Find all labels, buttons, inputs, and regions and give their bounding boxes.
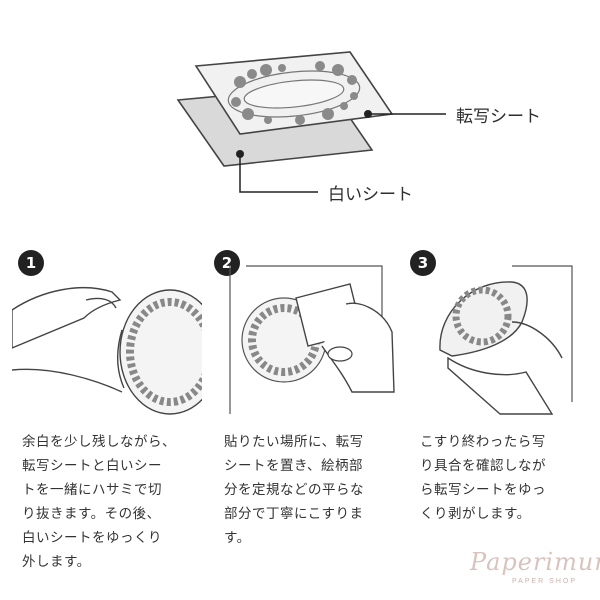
transfer-sheet-label: 転写シート — [456, 107, 541, 127]
white-sheet-label: 白いシート — [328, 185, 413, 205]
floral-wreath — [227, 70, 361, 118]
watermark-logo: Paperimum — [470, 548, 600, 576]
step-1-number: 1 — [18, 250, 44, 276]
watermark-subtitle: PAPER SHOP — [512, 578, 577, 585]
step-1-illustration — [12, 287, 202, 415]
sheets-diagram — [176, 51, 446, 193]
step-3-number: 3 — [410, 250, 436, 276]
step-2-number: 2 — [214, 250, 240, 276]
flowers — [231, 61, 358, 125]
step-2-illustration — [229, 265, 395, 414]
step-3-text: こすり終わったら写 り具合を確認しなが ら転写シートをゆっ くり剥がします。 — [420, 434, 546, 522]
step-3-illustration — [439, 265, 573, 415]
step-1-text: 余白を少し残しながら、 転写シートと白いシー トを一緒にハサミで切 り抜きます。… — [22, 434, 176, 570]
step-2-text: 貼りたい場所に、転写 シートを置き、絵柄部 分を定規などの平らな 部分で丁寧にこ… — [224, 434, 364, 546]
